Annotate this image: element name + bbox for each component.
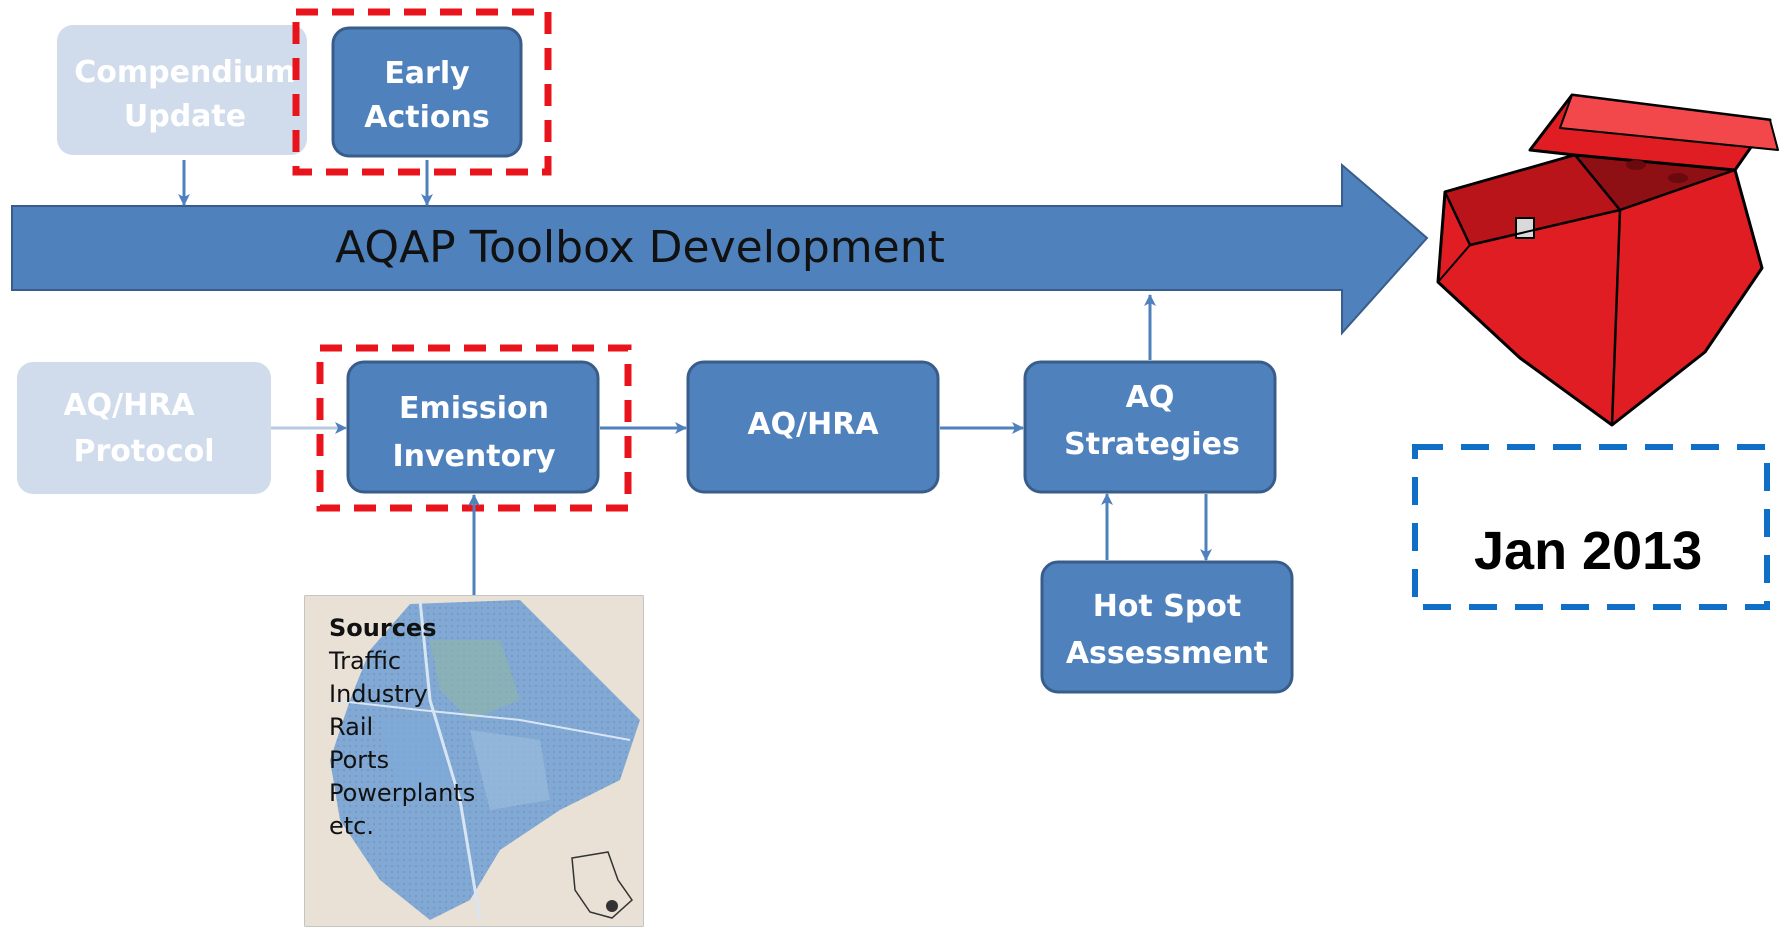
map-image: [304, 595, 644, 927]
source-item-etc: etc.: [329, 812, 374, 840]
emission-inventory-box: Emission Inventory: [346, 360, 600, 494]
aq-strategies-box: AQ Strategies: [1023, 360, 1277, 494]
source-item-traffic: Traffic: [329, 647, 402, 675]
hot-spot-line-1: Hot Spot: [1093, 589, 1242, 624]
svg-text:Emission: Emission: [399, 391, 549, 426]
svg-text:AQ: AQ: [1126, 380, 1175, 415]
aqhra-protocol-line-1: AQ/HRA: [63, 388, 195, 423]
early-actions-box: Early Actions: [331, 26, 523, 158]
emission-inventory-line-1: Emission: [399, 391, 549, 426]
hot-spot-assessment-box: Hot Spot Assessment: [1040, 560, 1294, 694]
svg-text:Strategies: Strategies: [1064, 427, 1240, 462]
hot-spot-line-2: Assessment: [1066, 636, 1268, 671]
early-actions-line-2: Actions: [364, 100, 489, 135]
main-arrow: AQAP Toolbox Development: [11, 162, 1429, 336]
svg-text:Update: Update: [124, 99, 246, 134]
aqhra-protocol-line-2: Protocol: [73, 434, 214, 469]
compendium-update-box: Compendium Update: [57, 25, 307, 155]
toolbox-icon: [1436, 93, 1779, 427]
svg-text:Early: Early: [384, 56, 470, 91]
aqhra-box: AQ/HRA: [686, 360, 940, 494]
sources-list: Sources Traffic Industry Rail Ports Powe…: [329, 612, 475, 843]
sources-title: Sources: [329, 614, 437, 642]
milestone-box: [1412, 444, 1770, 610]
svg-text:Hot Spot: Hot Spot: [1093, 589, 1242, 624]
milestone-date: Jan 2013: [1474, 521, 1703, 581]
svg-text:Actions: Actions: [364, 100, 489, 135]
source-item-ports: Ports: [329, 746, 390, 774]
svg-text:AQ/HRA: AQ/HRA: [747, 407, 879, 442]
early-actions-highlight: [292, 8, 552, 176]
emission-inventory-line-2: Inventory: [392, 439, 556, 474]
early-actions-line-1: Early: [384, 56, 470, 91]
aqhra-protocol-box: AQ/HRA Protocol: [17, 362, 271, 494]
compendium-line-2: Update: [124, 99, 246, 134]
svg-text:Compendium: Compendium: [74, 55, 295, 90]
compendium-line-1: Compendium: [74, 55, 295, 90]
svg-text:AQ/HRA: AQ/HRA: [63, 388, 195, 423]
svg-text:Assessment: Assessment: [1066, 636, 1268, 671]
main-arrow-label: AQAP Toolbox Development: [335, 222, 945, 273]
source-item-industry: Industry: [329, 680, 428, 708]
source-item-powerplants: Powerplants: [329, 779, 476, 807]
aq-strategies-line-1: AQ: [1126, 380, 1175, 415]
aqhra-line-1: AQ/HRA: [747, 407, 879, 442]
aq-strategies-line-2: Strategies: [1064, 427, 1240, 462]
svg-text:Protocol: Protocol: [73, 434, 214, 469]
svg-text:Inventory: Inventory: [392, 439, 556, 474]
source-item-rail: Rail: [329, 713, 374, 741]
